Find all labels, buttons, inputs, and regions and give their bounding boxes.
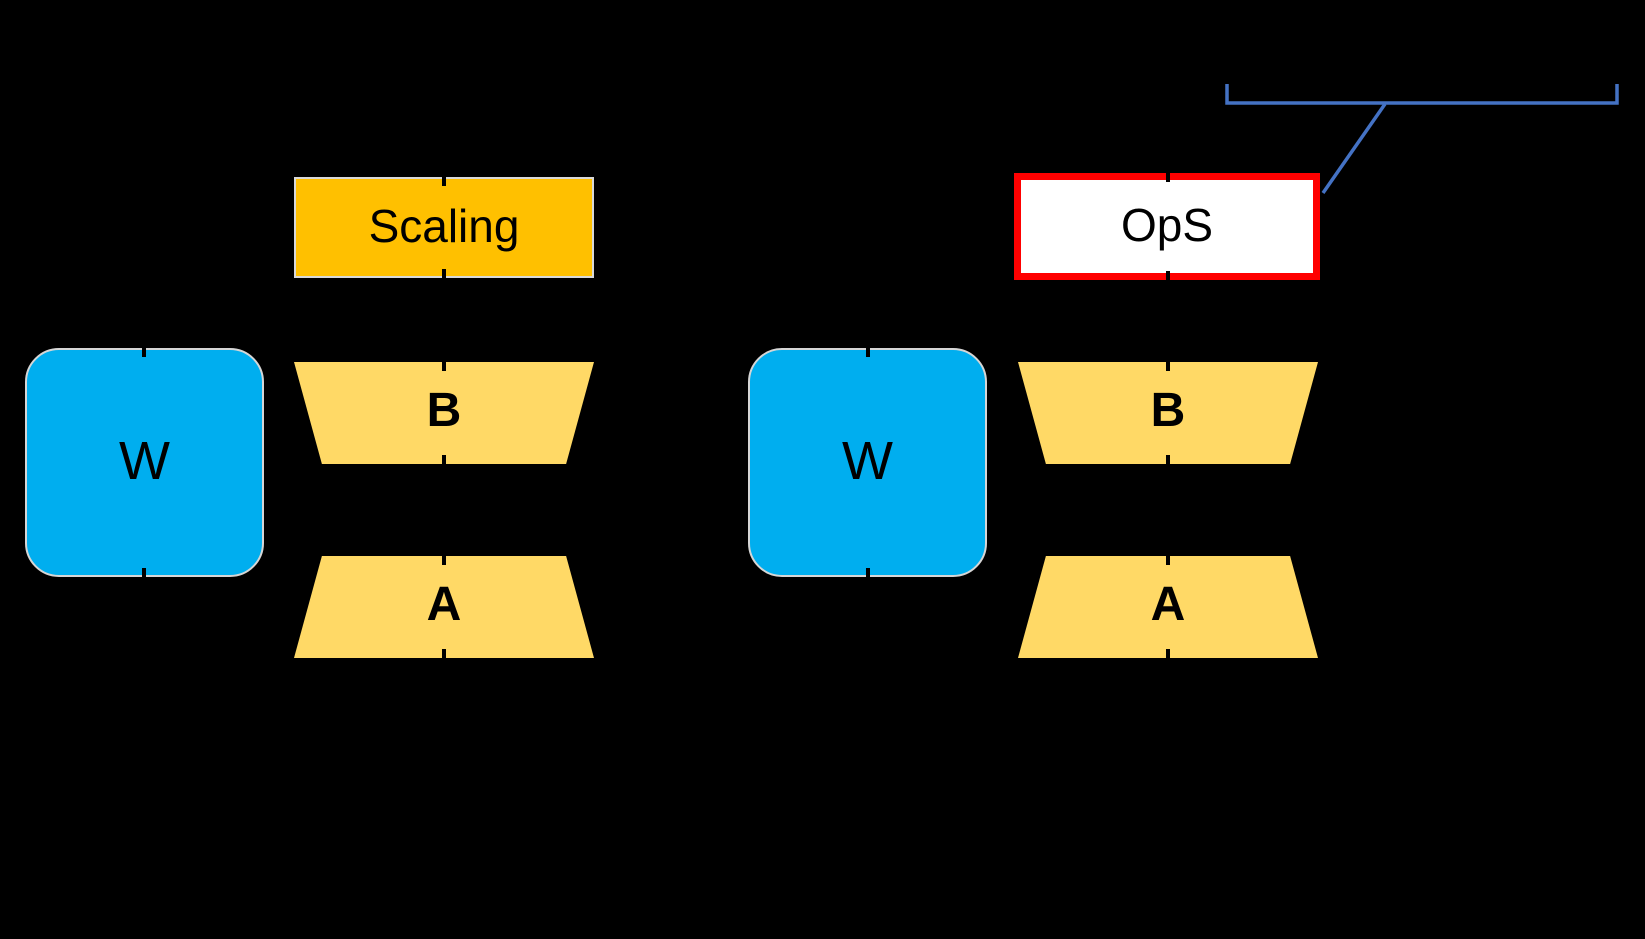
connector-tick: [442, 649, 446, 667]
connector-tick: [1166, 649, 1170, 667]
connector-tick: [866, 568, 870, 586]
connector-tick: [142, 568, 146, 586]
frozen-weight-label: W: [842, 430, 893, 491]
lora-b-label: B: [1150, 384, 1186, 437]
scaling-label: Scaling: [368, 199, 520, 252]
connector-tick: [1166, 353, 1170, 371]
bracket-pointer-line: [1321, 102, 1387, 195]
connector-tick: [442, 353, 446, 371]
connector-tick: [1166, 455, 1170, 473]
frozen-weight-label: W: [119, 430, 170, 491]
connector-tick: [442, 269, 446, 287]
connector-tick: [866, 339, 870, 357]
connector-tick: [442, 547, 446, 565]
lora-a-label: A: [1150, 578, 1186, 631]
lora-b-label: B: [426, 384, 462, 437]
connector-tick: [142, 339, 146, 357]
lora-b-trapezoid: B: [294, 362, 594, 464]
callout-bracket: [1225, 84, 1619, 195]
connector-tick: [442, 168, 446, 186]
lora-a-label: A: [426, 578, 462, 631]
frozen-weight-box: W: [748, 348, 987, 577]
ops-label: OpS: [1120, 198, 1214, 251]
connector-tick: [442, 455, 446, 473]
lora-b-trapezoid: B: [1018, 362, 1318, 464]
connector-tick: [1166, 547, 1170, 565]
connector-tick: [1166, 164, 1170, 182]
scaling-box: Scaling: [294, 177, 594, 278]
frozen-weight-box: W: [25, 348, 264, 577]
ops-box: OpS: [1014, 173, 1320, 280]
bracket-line: [1225, 84, 1619, 105]
lora-a-trapezoid: A: [1018, 556, 1318, 658]
connector-tick: [1166, 271, 1170, 289]
lora-a-trapezoid: A: [294, 556, 594, 658]
